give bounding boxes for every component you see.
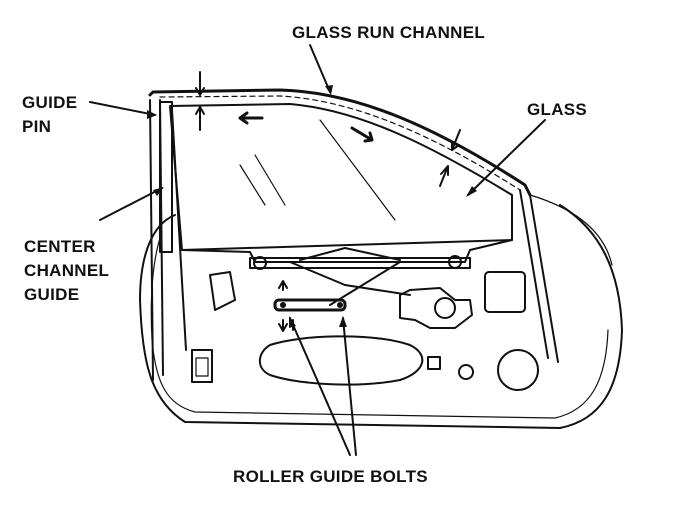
regulator-motor bbox=[399, 271, 526, 329]
center-channel-guide bbox=[159, 101, 213, 383]
inner-panel-holes bbox=[209, 271, 539, 391]
glass-label: GLASS bbox=[527, 100, 587, 119]
glass-pane bbox=[169, 103, 513, 251]
guide-pin-label-line1: GUIDE bbox=[22, 93, 77, 112]
center-channel-guide-label-line2: CHANNEL bbox=[24, 261, 109, 280]
roller-guide-rail bbox=[273, 298, 347, 312]
roller-guide-bolts-label: ROLLER GUIDE BOLTS bbox=[233, 467, 428, 486]
guide-pin-label-line2: PIN bbox=[22, 117, 51, 136]
center-channel-guide-label-line1: CENTER bbox=[24, 237, 96, 256]
window-regulator bbox=[181, 239, 513, 306]
movement-arrows bbox=[195, 71, 461, 332]
leader-lines bbox=[89, 44, 546, 456]
glass-run-channel-label: GLASS RUN CHANNEL bbox=[292, 23, 485, 42]
center-channel-guide-label-line3: GUIDE bbox=[24, 285, 79, 304]
